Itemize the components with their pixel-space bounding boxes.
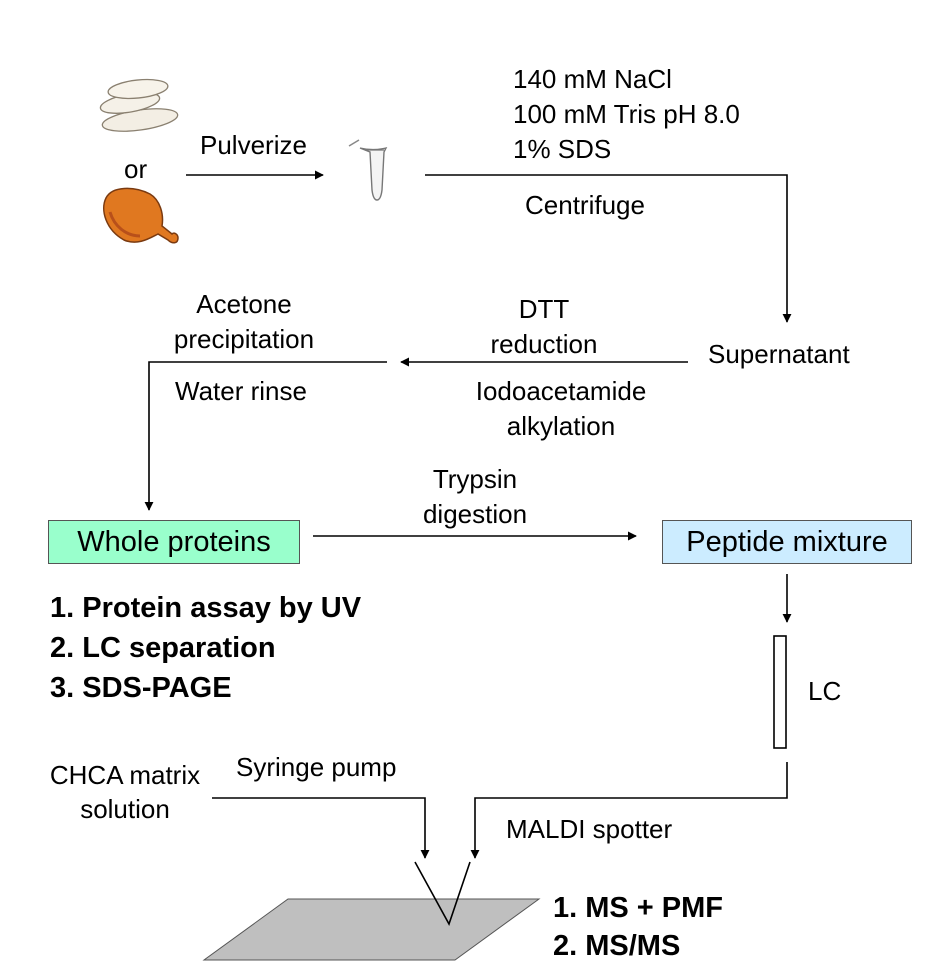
syringe-pump-label: Syringe pump	[236, 752, 397, 782]
analysis-item-3: 3. SDS-PAGE	[50, 672, 232, 704]
arrow-to-whole-proteins	[144, 361, 387, 511]
maldi-spotter-label: MALDI spotter	[506, 814, 673, 844]
solution-label: solution	[80, 794, 170, 824]
reduction-label: reduction	[490, 329, 598, 359]
microcentrifuge-tube-icon	[348, 139, 388, 201]
arrow-centrifuge	[425, 174, 792, 323]
water-rinse-label: Water rinse	[175, 376, 307, 406]
pulverize-label: Pulverize	[200, 130, 307, 160]
acetone-label: Acetone	[196, 289, 292, 319]
line-syringe-pump	[212, 797, 430, 859]
spotter-tip	[414, 861, 471, 926]
supernatant-label: Supernatant	[708, 339, 850, 369]
buffer-line-1: 140 mM NaCl	[513, 64, 672, 94]
maldi-plate	[202, 898, 541, 961]
ms-item-1: 1. MS + PMF	[553, 892, 724, 924]
lc-label: LC	[808, 676, 842, 706]
buffer-line-2: 100 mM Tris pH 8.0	[513, 99, 740, 129]
analysis-item-1: 1. Protein assay by UV	[50, 592, 362, 624]
lc-column	[773, 635, 787, 749]
or-label: or	[124, 154, 148, 184]
iodoacetamide-label: Iodoacetamide	[475, 376, 647, 406]
digestion-label: digestion	[422, 499, 528, 529]
alkylation-label: alkylation	[506, 411, 616, 441]
centrifuge-label: Centrifuge	[525, 190, 645, 220]
chca-label: CHCA matrix	[49, 760, 201, 790]
line-maldi-spotter	[470, 762, 788, 859]
chicken-leg-icon	[103, 187, 179, 244]
peptide-mixture-box: Peptide mixture	[662, 520, 912, 564]
analysis-item-2: 2. LC separation	[50, 632, 276, 664]
dtt-label: DTT	[518, 294, 570, 324]
ms-item-2: 2. MS/MS	[553, 930, 681, 962]
precipitation-label: precipitation	[173, 324, 315, 354]
trypsin-label: Trypsin	[432, 464, 518, 494]
buffer-line-3: 1% SDS	[513, 134, 612, 164]
chicken-breast-icon	[99, 78, 179, 132]
whole-proteins-box: Whole proteins	[48, 520, 300, 564]
